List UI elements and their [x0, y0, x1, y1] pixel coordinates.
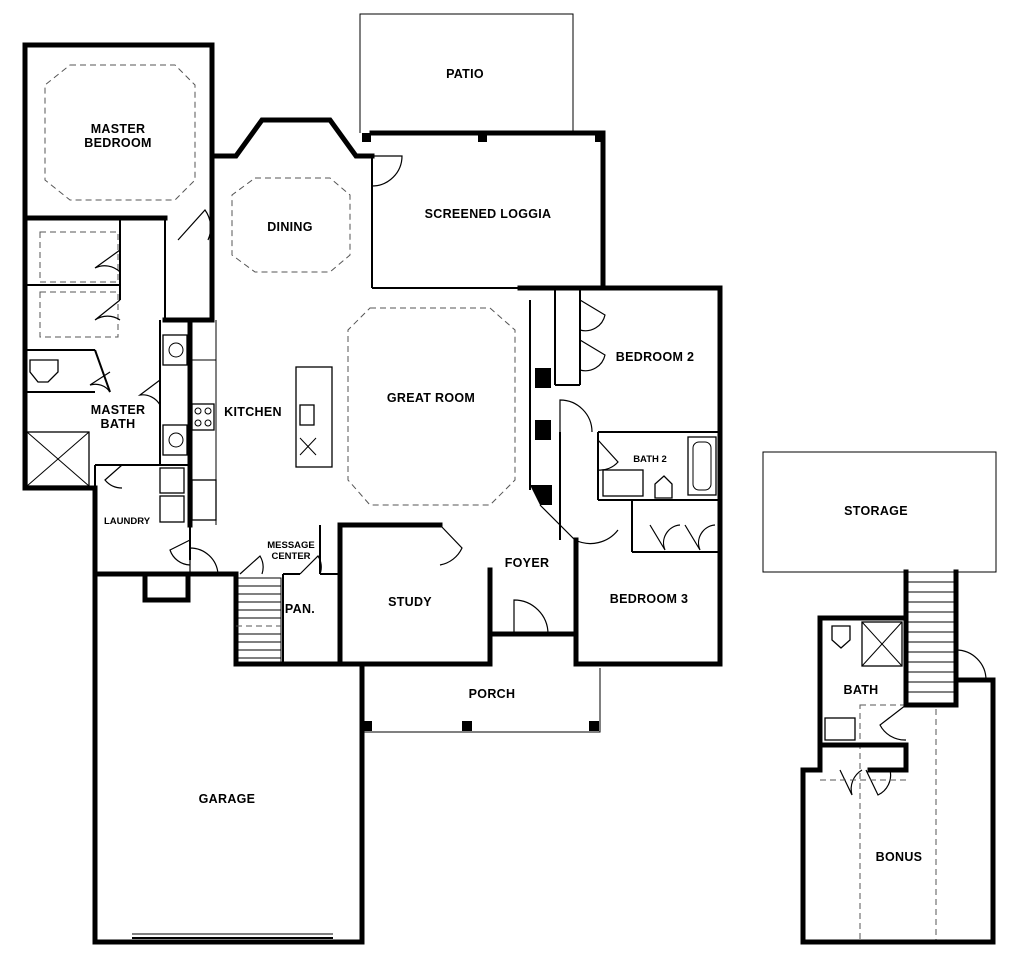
fireplace-columns: [362, 133, 604, 505]
garage-door: [132, 933, 333, 939]
label-master-bath-line2: BATH: [101, 417, 136, 431]
label-pantry: PAN.: [285, 602, 315, 616]
label-master-bedroom-line1: MASTER: [91, 122, 146, 136]
storage-area: [762, 451, 997, 573]
label-laundry: LAUNDRY: [104, 516, 151, 527]
label-foyer: FOYER: [505, 556, 550, 570]
label-bedroom-3: BEDROOM 3: [610, 592, 688, 606]
label-bedroom-2: BEDROOM 2: [616, 350, 694, 364]
label-patio: PATIO: [446, 67, 484, 81]
label-garage: GARAGE: [199, 792, 256, 806]
interior-walls: [25, 153, 720, 664]
label-dining: DINING: [267, 220, 313, 234]
label-screened-loggia: SCREENED LOGGIA: [425, 207, 552, 221]
fixtures: [26, 334, 717, 665]
label-message-center-line2: CENTER: [271, 551, 310, 562]
room-labels: PATIO MASTER BEDROOM DINING SCREENED LOG…: [84, 67, 922, 864]
label-master-bedroom-line2: BEDROOM: [84, 136, 151, 150]
label-great-room: GREAT ROOM: [387, 391, 475, 405]
label-porch: PORCH: [469, 687, 516, 701]
label-kitchen: KITCHEN: [224, 405, 282, 419]
label-message-center-line1: MESSAGE: [267, 540, 315, 551]
upper-level: [800, 569, 996, 945]
door-swings: [89, 155, 716, 635]
label-bonus: BONUS: [876, 850, 923, 864]
label-bath: BATH: [844, 683, 879, 697]
label-study: STUDY: [388, 595, 432, 609]
patio-area: [359, 13, 574, 133]
label-storage: STORAGE: [844, 504, 908, 518]
upper-stairs: [906, 581, 956, 693]
label-master-bath-line1: MASTER: [91, 403, 146, 417]
main-stairs: [235, 577, 282, 665]
label-bath-2: BATH 2: [633, 454, 667, 465]
